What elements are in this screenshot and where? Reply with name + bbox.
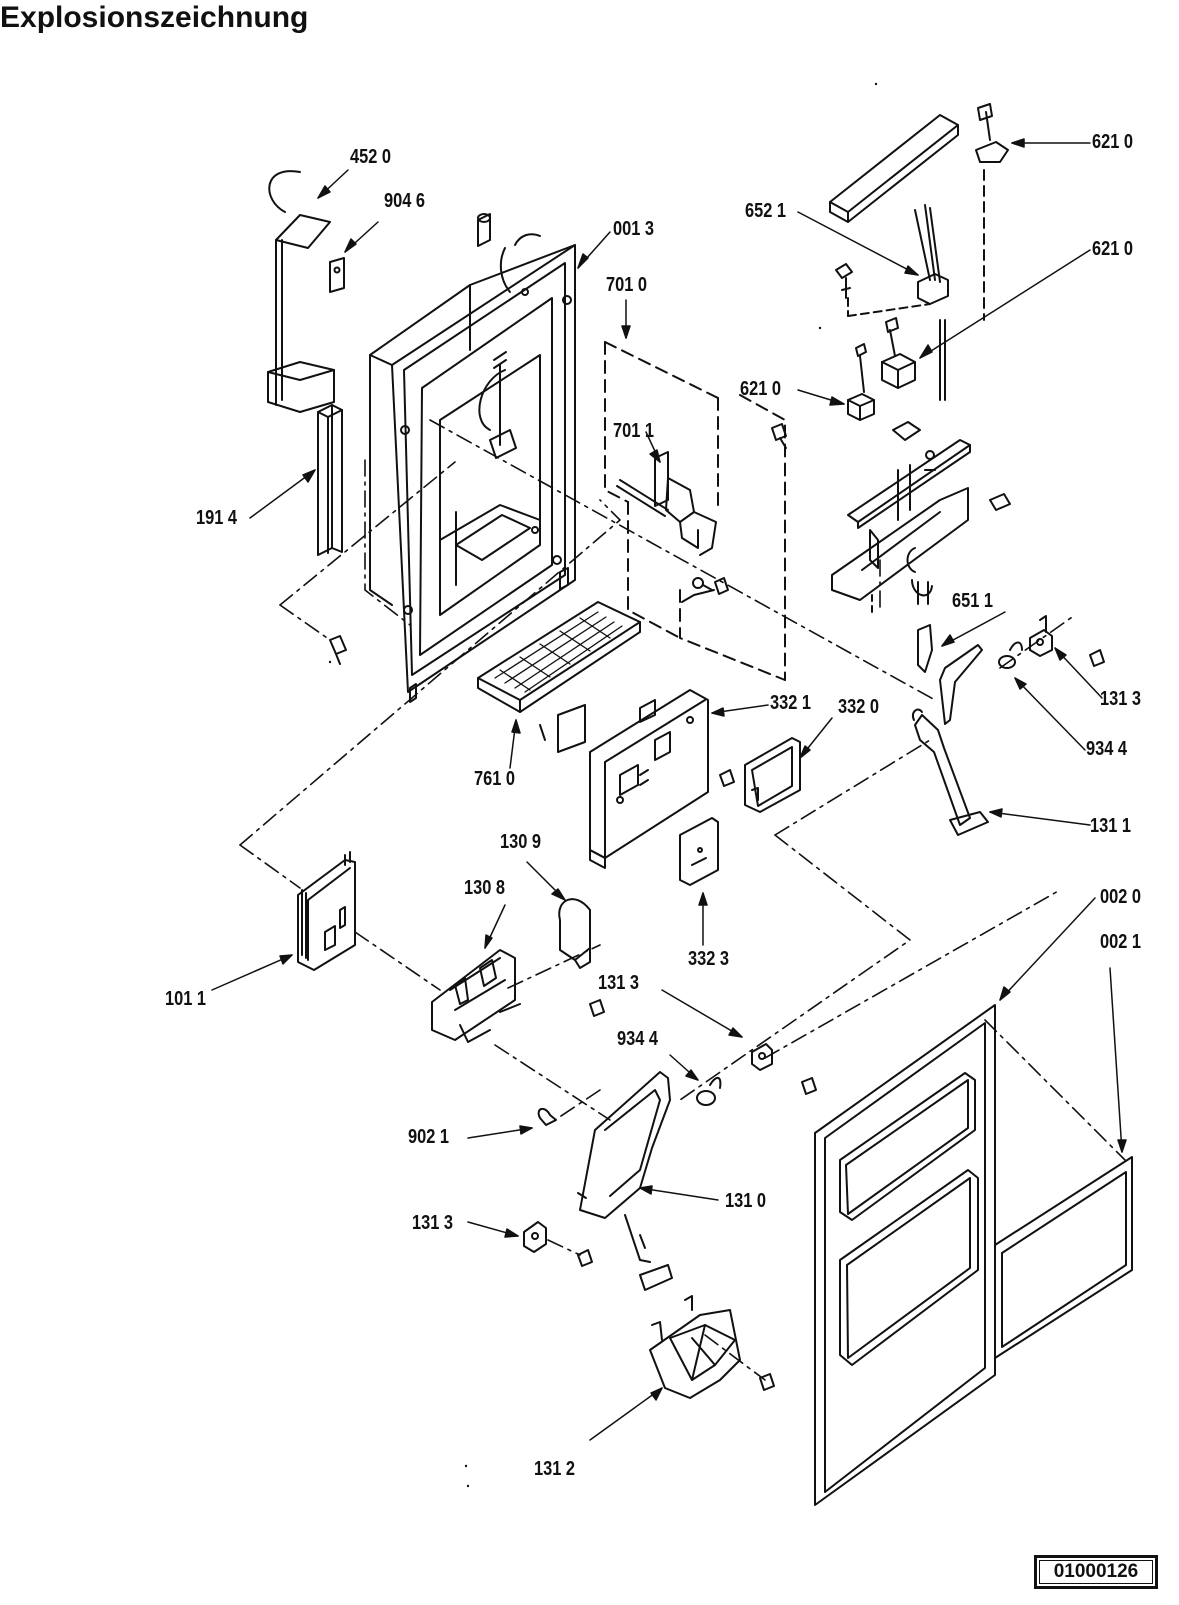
part-actuator-arm-lower (577, 1071, 673, 1291)
label-9344-mid: 934 4 (617, 1028, 659, 1050)
label-4520: 452 0 (350, 146, 392, 168)
label-1313-bottom: 131 3 (412, 1212, 454, 1234)
part-spring-upper (998, 641, 1023, 669)
label-0021: 002 1 (1100, 931, 1142, 953)
part-clip (329, 257, 345, 293)
part-control-cover-outline (604, 341, 786, 681)
part-hinge-clip-bottom (523, 1221, 547, 1253)
part-dispenser-housing (369, 213, 576, 703)
part-mounting-bracket (831, 421, 1011, 673)
label-1313-right: 131 3 (1100, 688, 1142, 710)
part-lever (616, 451, 717, 603)
label-9046: 904 6 (384, 190, 426, 212)
label-6210-top: 621 0 (1092, 131, 1134, 153)
label-7010: 701 0 (606, 274, 648, 296)
page-title: Explosionszeichnung (0, 1, 309, 34)
label-1914: 191 4 (196, 507, 238, 529)
label-6521: 652 1 (745, 200, 787, 222)
part-wire-bracket (267, 170, 335, 413)
label-1312: 131 2 (534, 1458, 576, 1480)
part-hinge-clip-lower (751, 1043, 773, 1071)
label-6210-mid: 621 0 (1092, 238, 1134, 260)
leader-arrows (211, 138, 1127, 1441)
part-control-plate (589, 689, 709, 869)
label-7610: 761 0 (474, 768, 516, 790)
part-actuator-arm-upper (912, 644, 989, 836)
part-module (431, 949, 521, 1043)
label-9344-right: 934 4 (1086, 738, 1128, 760)
part-seal-strip (317, 404, 343, 556)
label-1313-mid: 131 3 (598, 972, 640, 994)
part-drip-grille (477, 601, 641, 753)
label-0020: 002 0 (1100, 886, 1142, 908)
label-6210-left: 621 0 (740, 378, 782, 400)
part-snap (537, 1107, 557, 1126)
label-1011: 101 1 (165, 988, 207, 1010)
part-top-clip (975, 103, 1009, 321)
part-switch-small (847, 343, 875, 421)
specks (328, 82, 878, 1488)
part-circuit-board (679, 817, 719, 886)
part-spring-lower (696, 1076, 722, 1106)
label-3323: 332 3 (688, 948, 730, 970)
part-round-cover (558, 898, 591, 969)
label-1311: 131 1 (1090, 815, 1132, 837)
part-door-insert (994, 1156, 1133, 1359)
part-hinge-clip-upper (1029, 615, 1053, 657)
part-switch (881, 317, 916, 389)
alignment-lines (239, 419, 1126, 1381)
label-6511: 651 1 (952, 590, 994, 612)
label-7011: 701 1 (613, 420, 655, 442)
part-ice-chute (649, 1295, 741, 1399)
label-1308: 130 8 (464, 877, 506, 899)
part-control-cover (744, 737, 801, 813)
part-trim-channel (829, 114, 959, 223)
screw-set (329, 423, 1105, 1391)
label-9021: 902 1 (408, 1126, 450, 1148)
part-front-panel (297, 851, 356, 971)
part-switch-assembly (835, 204, 949, 401)
label-1309: 130 9 (500, 831, 542, 853)
label-0013: 001 3 (613, 218, 655, 240)
part-door-panel (814, 1004, 996, 1506)
label-1310: 131 0 (725, 1190, 767, 1212)
label-3321: 332 1 (770, 692, 812, 714)
label-3320: 332 0 (838, 696, 880, 718)
document-number-box: 01000126 (1034, 1555, 1158, 1589)
